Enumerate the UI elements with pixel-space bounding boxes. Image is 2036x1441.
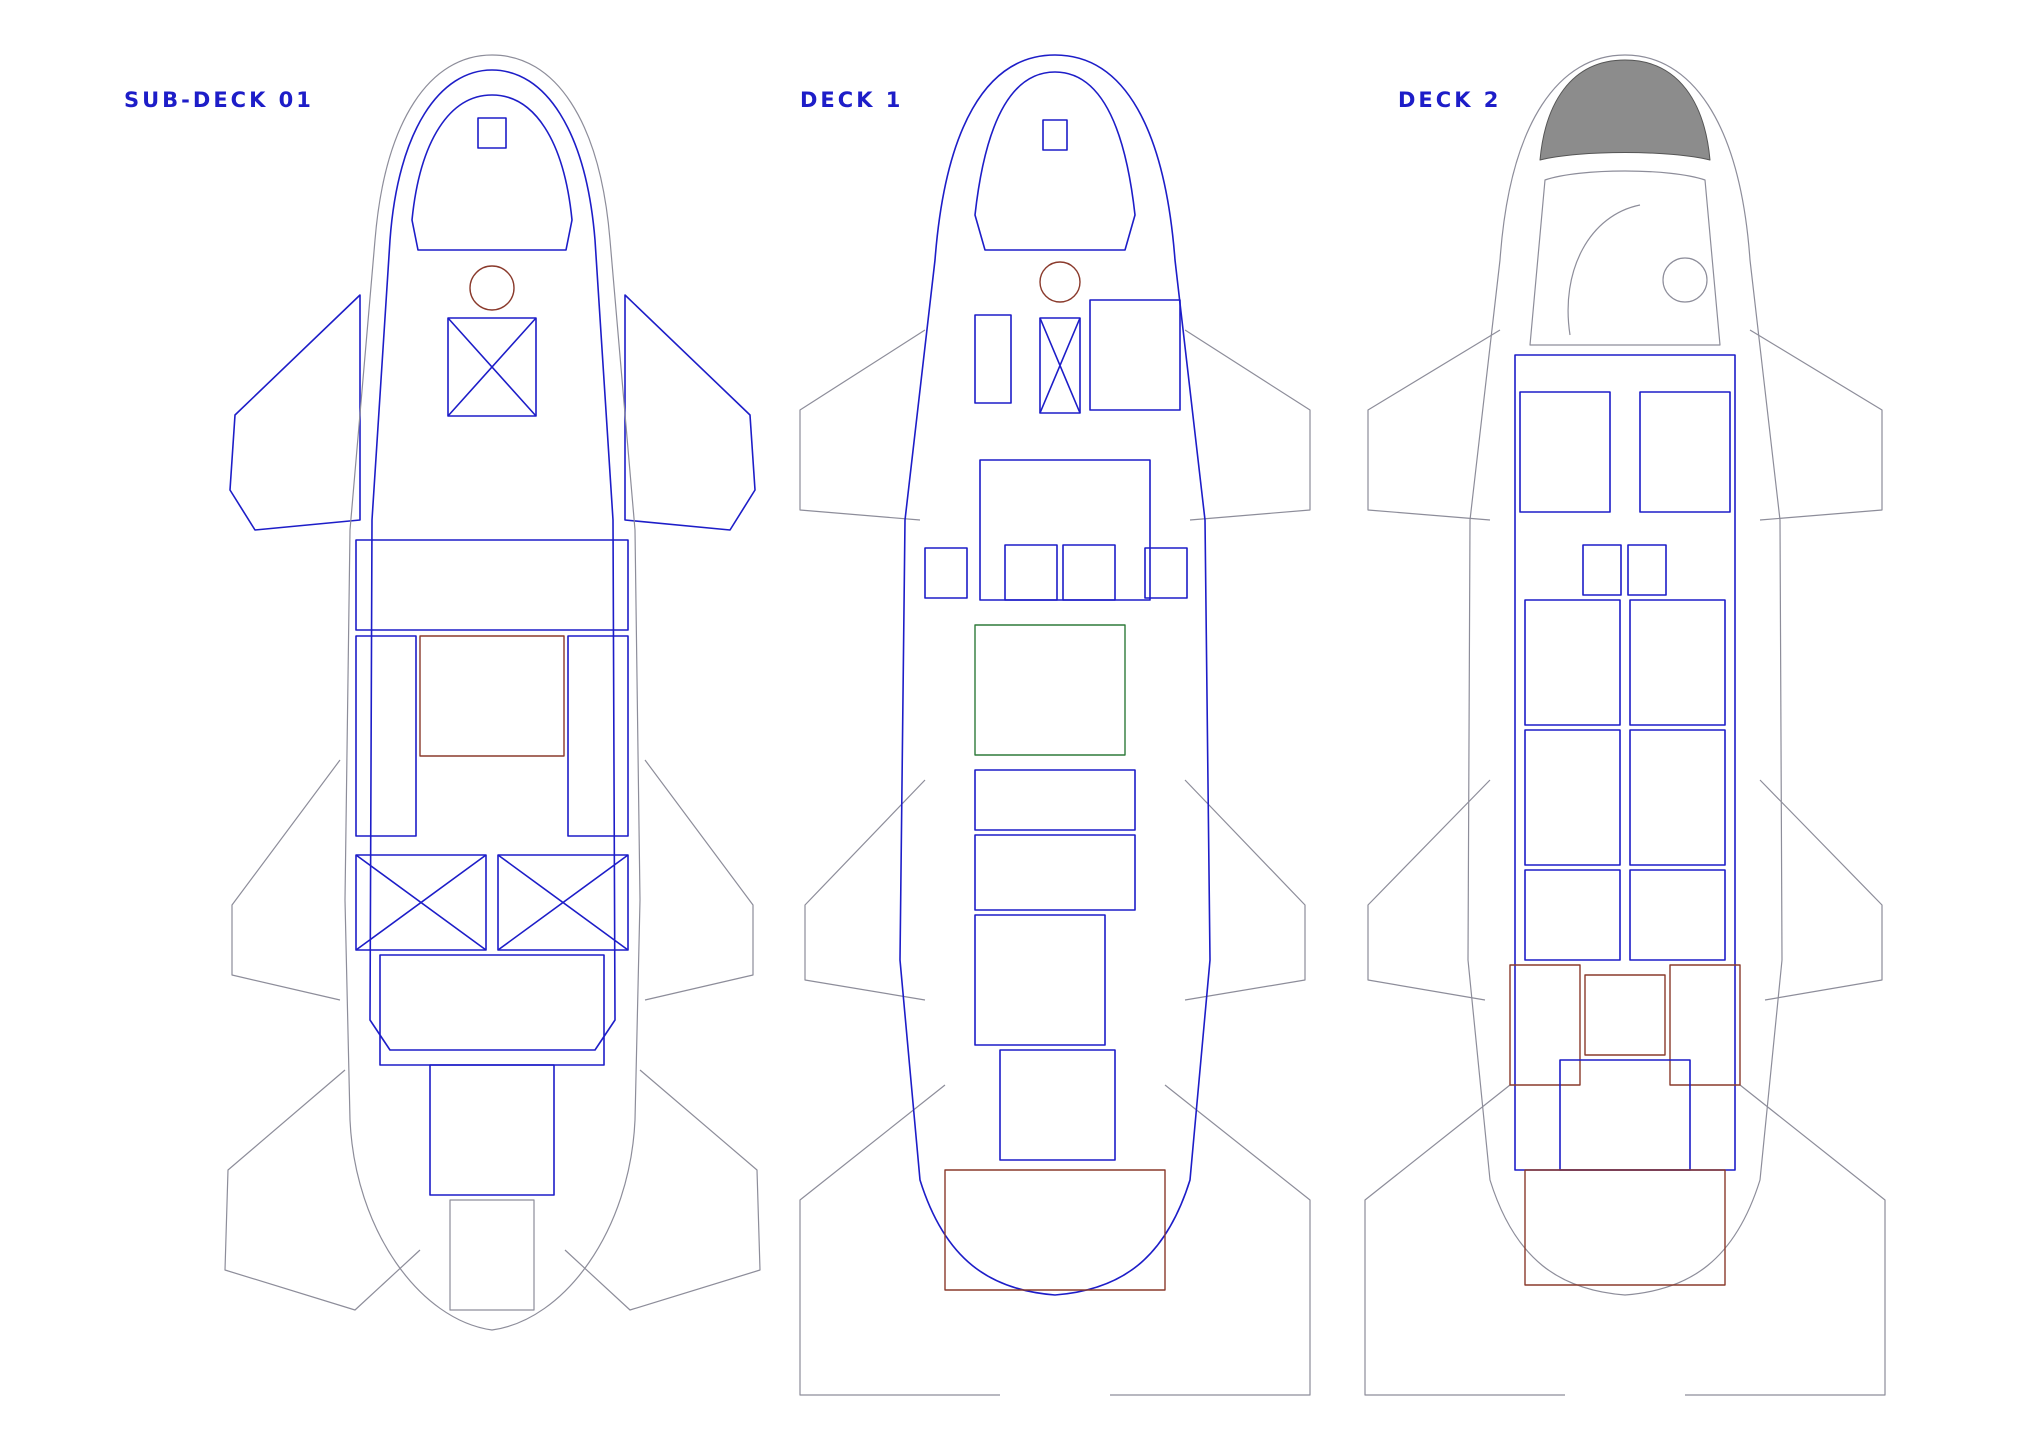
sub-deck-engine-bay bbox=[355, 539, 629, 631]
deck-1-side-seat-right bbox=[1144, 547, 1188, 599]
sub-deck-cargo-left bbox=[355, 854, 487, 951]
deck-2-plan bbox=[1364, 54, 1886, 1396]
deck-2-cabin-mid-right bbox=[1629, 729, 1726, 866]
deck-2-sofa-curve bbox=[1567, 204, 1641, 336]
deck-1-ladder-room bbox=[1039, 317, 1081, 414]
deck-1-pilot-seat bbox=[1042, 119, 1068, 151]
sub-deck-rear-fin-left bbox=[224, 1069, 421, 1311]
deck-1-mech-bay bbox=[974, 624, 1126, 756]
sub-deck-reactor-room bbox=[379, 954, 605, 1066]
sub-deck-hatch-wheel bbox=[469, 265, 515, 311]
sub-deck-pilot-seat bbox=[477, 117, 507, 149]
sub-deck-central-core bbox=[419, 635, 565, 757]
deck-2-hull bbox=[1467, 54, 1783, 1296]
sub-deck-lower-hold bbox=[429, 1064, 555, 1196]
deck-1-galley bbox=[1089, 299, 1181, 411]
deck-1-side-seat-left bbox=[924, 547, 968, 599]
deck-2-cabin-front-right bbox=[1639, 391, 1731, 513]
sub-deck-inner-hull bbox=[369, 69, 616, 1051]
sub-deck-cockpit bbox=[411, 94, 573, 251]
sub-deck-mid-fin-right bbox=[644, 759, 754, 1001]
deck-2-corridor-doors-right bbox=[1627, 544, 1667, 596]
deck-2-table bbox=[1662, 257, 1708, 303]
deck-1-crew-quarters bbox=[974, 834, 1136, 911]
deck-2-storage-left bbox=[1509, 964, 1581, 1086]
deck-2-title: DECK 2 bbox=[1398, 88, 1502, 112]
deck-2-bath-left bbox=[1524, 869, 1621, 961]
deck-1-reactor bbox=[999, 1049, 1116, 1161]
sub-deck-cargo-right bbox=[497, 854, 629, 951]
deck-2-cabin-front-left bbox=[1519, 391, 1611, 513]
deck-1-cockpit bbox=[974, 71, 1136, 251]
deck-2-suite-left bbox=[1524, 599, 1621, 726]
sub-deck-storage-right bbox=[567, 635, 629, 837]
deck-2-engine-bay bbox=[1584, 974, 1666, 1056]
deck-2-front-fin-right bbox=[1749, 329, 1883, 521]
deck-1-seat-b bbox=[1062, 544, 1116, 601]
sub-deck-front-fin-left bbox=[229, 294, 361, 531]
deck-1-crew-mess bbox=[974, 769, 1136, 831]
deck-1-mid-fin-left bbox=[804, 779, 926, 1001]
deck-1-hatch-wheel bbox=[1039, 261, 1081, 303]
deck-2-observation-lounge bbox=[1529, 170, 1721, 346]
deck-2-mid-fin-left bbox=[1367, 779, 1491, 1001]
deck-1-thruster-bay bbox=[944, 1169, 1166, 1291]
sub-deck-storage-left bbox=[355, 635, 417, 837]
deck-1-rear-fin-left bbox=[799, 1084, 1000, 1396]
deck-2-front-fin-left bbox=[1367, 329, 1501, 521]
deck-1-seat-a bbox=[1004, 544, 1058, 601]
deck-2-corridor-doors-left bbox=[1582, 544, 1622, 596]
deck-2-thruster-bay bbox=[1524, 1169, 1726, 1286]
deck-1-stairwell bbox=[974, 314, 1012, 404]
sub-deck-01-plan bbox=[224, 54, 761, 1331]
deck-2-bath-right bbox=[1629, 869, 1726, 961]
sub-deck-ladder-room bbox=[447, 317, 537, 417]
deck-1-title: DECK 1 bbox=[800, 88, 904, 112]
deck-2-rear-fin-right bbox=[1685, 1084, 1886, 1396]
deck-1-plan bbox=[799, 54, 1311, 1396]
deck-2-storage-right bbox=[1669, 964, 1741, 1086]
sub-deck-rear-fin-right bbox=[564, 1069, 761, 1311]
deck-2-suite-right bbox=[1629, 599, 1726, 726]
sub-deck-front-fin-right bbox=[624, 294, 756, 531]
deck-1-engine-room bbox=[974, 914, 1106, 1046]
sub-deck-01-title: SUB-DECK 01 bbox=[124, 88, 314, 112]
deck-1-front-fin-left bbox=[799, 329, 926, 521]
deck-2-rear-fin-left bbox=[1364, 1084, 1565, 1396]
deck-2-inner-hull bbox=[1514, 354, 1736, 1171]
sub-deck-hull bbox=[344, 54, 641, 1331]
deck-2-canopy bbox=[1539, 59, 1711, 161]
deck-1-rear-fin-right bbox=[1110, 1084, 1311, 1396]
deck-2-mid-fin-right bbox=[1759, 779, 1883, 1001]
deck-2-cabin-mid-left bbox=[1524, 729, 1621, 866]
deck-1-hull bbox=[899, 54, 1211, 1296]
sub-deck-tail-well bbox=[449, 1199, 535, 1311]
sub-deck-mid-fin-left bbox=[231, 759, 341, 1001]
deck-1-front-fin-right bbox=[1184, 329, 1311, 521]
deck-1-mid-fin-right bbox=[1184, 779, 1306, 1001]
